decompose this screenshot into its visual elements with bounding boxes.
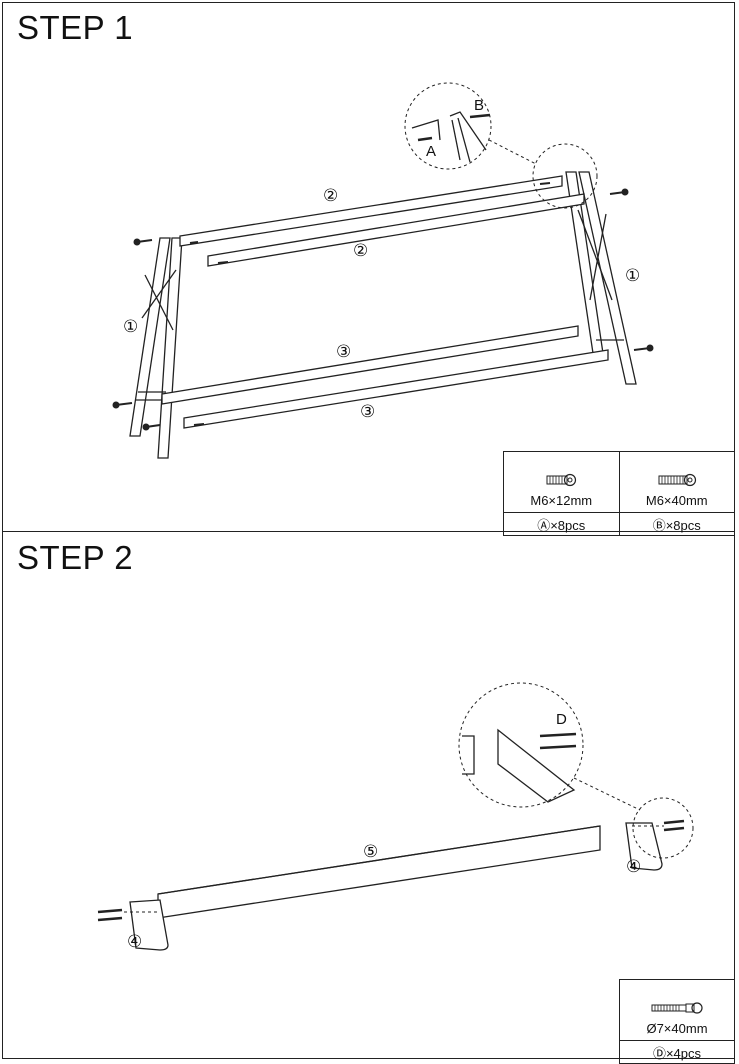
part-label-left-end-panel: ④ [127,932,142,952]
part-label-right-frame: ① [625,266,640,286]
part-label-right-end-panel: ④ [626,857,641,877]
part-label-top-rail-back: ② [323,186,338,206]
top-rail-front [207,193,585,267]
short-bolt-icon [546,473,577,487]
hardware-qty-d: Ⓓ×4pcs [619,1040,735,1064]
step-1-title: STEP 1 [17,9,134,46]
hardware-size-a: M6×12mm [530,493,593,508]
hardware-cell-d: Ø7×40mm [619,979,735,1041]
left-end-panel [129,899,169,951]
top-rail-back [179,175,563,247]
hardware-size-b: M6×40mm [645,493,708,508]
hardware-qty-a: Ⓐ×8pcs [503,512,620,536]
detail-label-a: A [426,143,436,160]
hardware-qty-b: Ⓑ×8pcs [618,512,735,536]
hardware-cell-a: M6×12mm [503,451,620,513]
step-2-title: STEP 2 [17,539,134,576]
step-divider [2,531,735,532]
detail-label-d: D [556,711,567,728]
part-label-top-rail-front: ② [353,241,368,261]
detail-label-b: B [474,97,484,114]
right-side-frame [565,171,637,385]
dowel-screw-icon [651,1002,703,1014]
part-label-shelf-board: ⑤ [363,842,378,862]
step-1-hardware-table: M6×12mm M6×40mm Ⓐ×8pcs Ⓑ×8pcs [503,451,735,536]
part-label-left-frame: ① [123,317,138,337]
hardware-size-d: Ø7×40mm [646,1021,708,1036]
step-2-hardware-table: Ø7×40mm Ⓓ×4pcs [619,979,735,1064]
right-end-panel [625,822,663,871]
part-label-bottom-rail-front: ③ [360,402,375,422]
bottom-rail-front [183,349,609,429]
shelf-board [157,825,601,919]
bottom-rail-back [161,325,579,405]
step-1-illustration: B A ② ② ① ① ③ ③ [112,82,654,459]
hardware-cell-b: M6×40mm [618,451,735,513]
long-bolt-icon [658,473,696,487]
part-label-bottom-rail-back: ③ [336,342,351,362]
